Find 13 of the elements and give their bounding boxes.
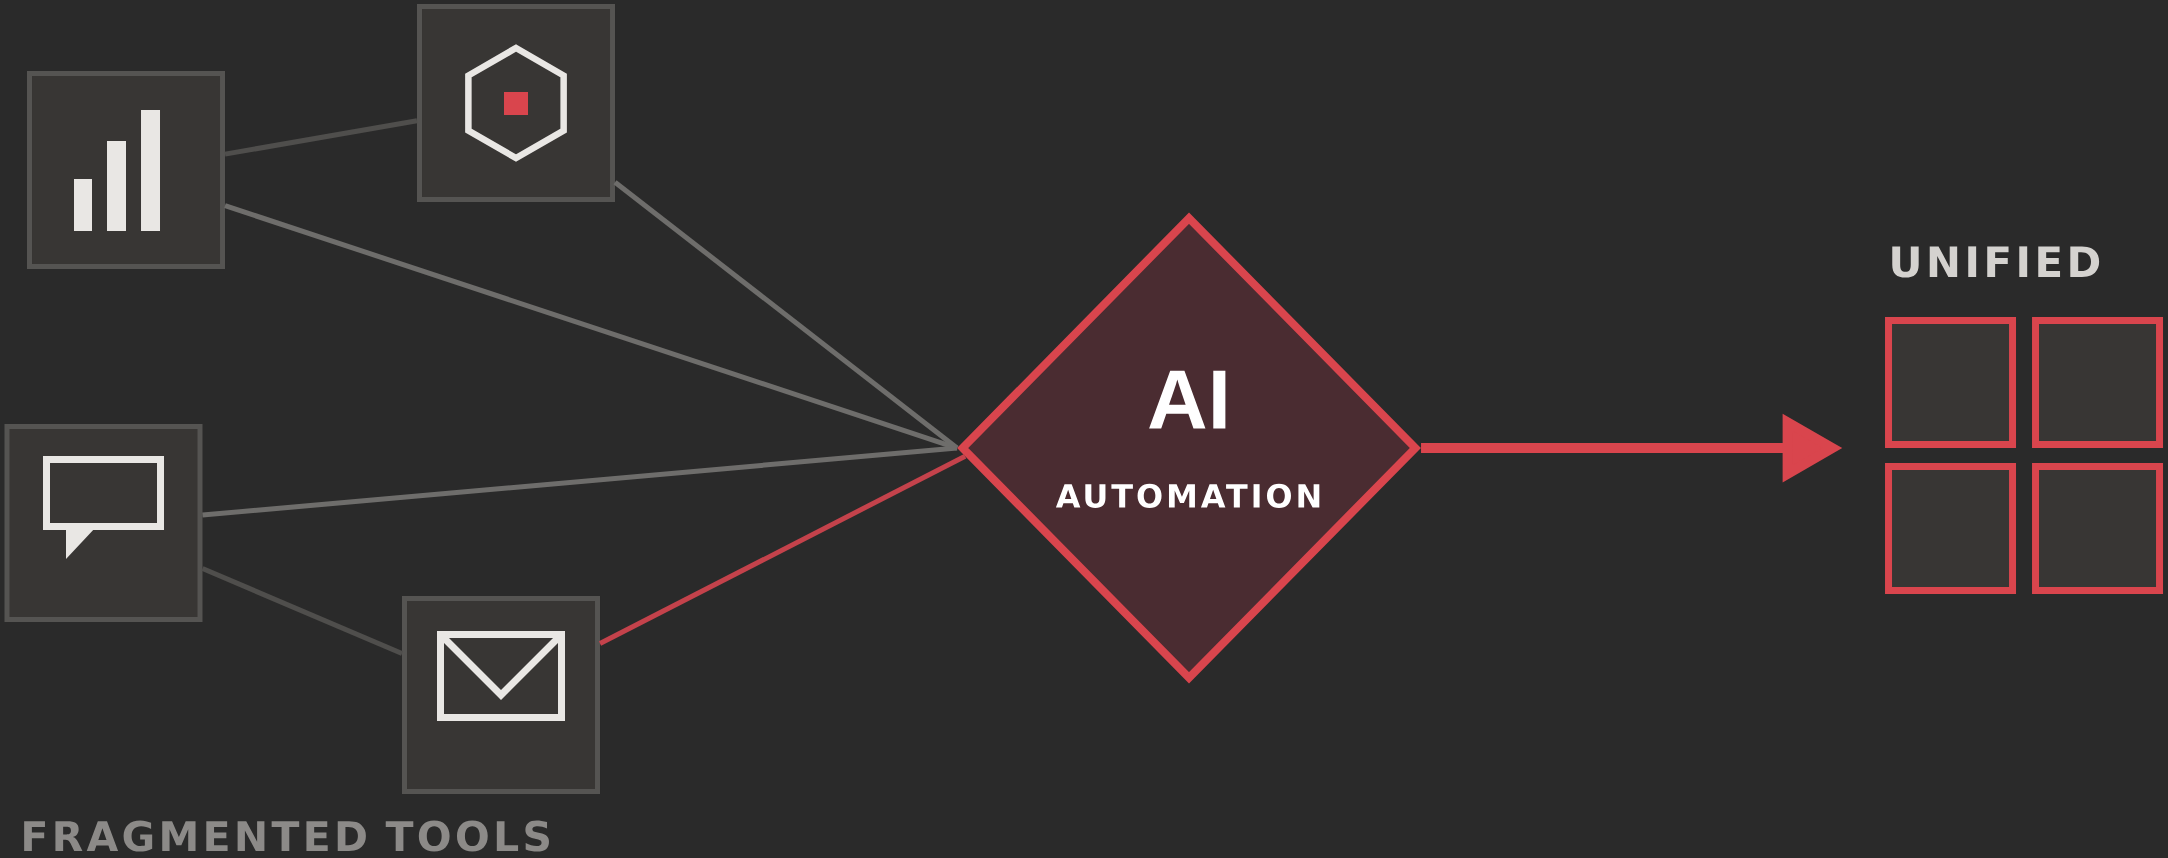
grid-square: [2032, 463, 2163, 594]
connector-line: [201, 566, 403, 656]
group-heading: UNIFIED: [1892, 246, 2100, 278]
group-heading: FRAGMENTED TOOLS: [24, 820, 549, 852]
connector-line: [613, 180, 959, 450]
connector-line: [598, 454, 967, 646]
connector-line: [202, 445, 958, 518]
node-title: AI: [1149, 370, 1226, 429]
connector-line: [224, 118, 418, 157]
grid-square: [2032, 317, 2163, 448]
node-subtitle: AUTOMATION: [1055, 483, 1320, 508]
grid-square: [1885, 463, 2017, 594]
grid-square: [1885, 317, 2017, 448]
